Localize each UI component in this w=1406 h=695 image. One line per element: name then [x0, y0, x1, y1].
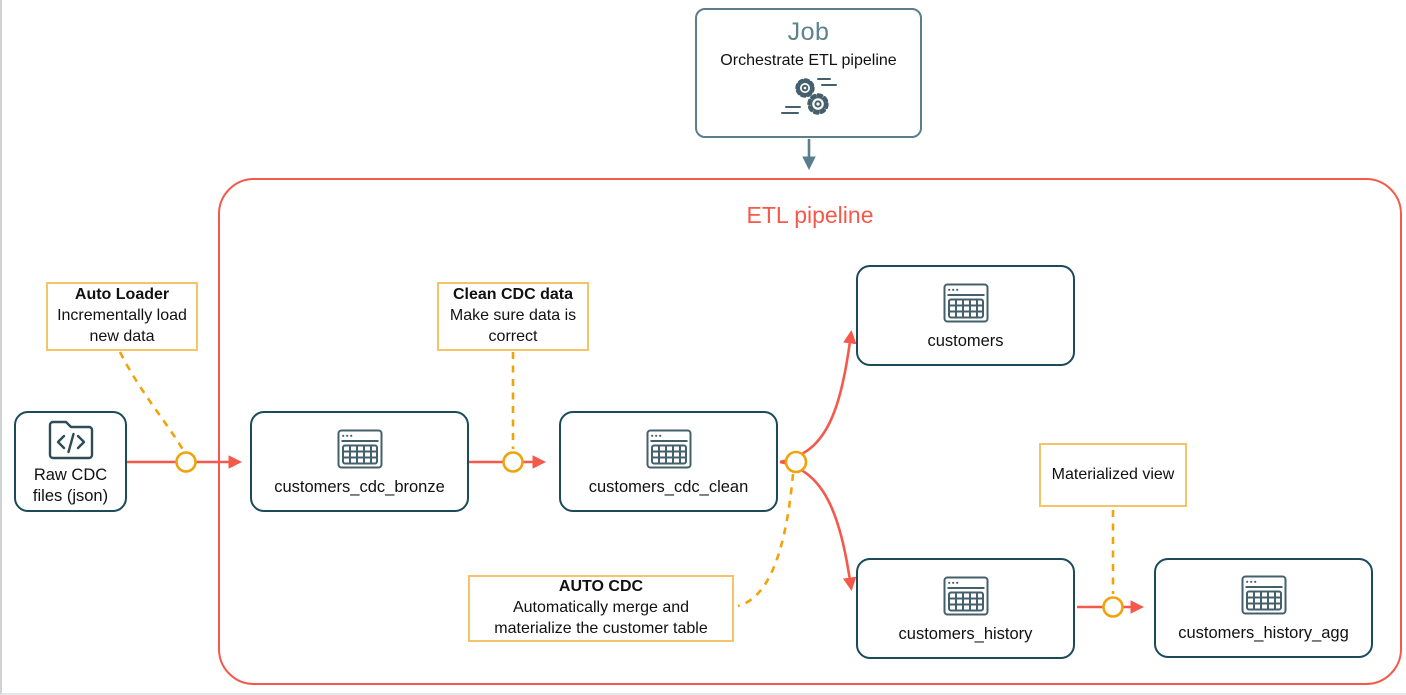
- junction-circle-autoloader: [175, 451, 197, 473]
- etl-pipeline-title: ETL pipeline: [746, 202, 874, 228]
- table-icon: [943, 576, 988, 615]
- job-box: Job Orchestrate ETL pipeline: [695, 8, 922, 138]
- callout-body: Materialized view: [1051, 465, 1175, 483]
- node-customers-history: customers_history: [856, 558, 1075, 659]
- node-customers-cdc-clean: customers_cdc_clean: [559, 411, 778, 512]
- callout-body: Make sure data is correct: [449, 307, 577, 345]
- node-raw-cdc-files: Raw CDC files (json): [14, 411, 127, 512]
- callout-title: Auto Loader: [74, 286, 170, 304]
- callout-title: Clean CDC data: [452, 286, 574, 304]
- table-icon: [943, 283, 988, 322]
- gears-icon: [780, 78, 837, 115]
- table-icon: [337, 429, 382, 468]
- code-folder-icon: [48, 421, 93, 460]
- job-subtitle: Orchestrate ETL pipeline: [720, 52, 897, 69]
- node-label: Raw CDC files (json): [32, 466, 109, 505]
- node-label: customers_cdc_clean: [588, 477, 749, 496]
- callout-clean-cdc-data: Clean CDC data Make sure data is correct: [437, 282, 589, 351]
- dash-autoloader-link: [118, 351, 185, 451]
- etl-pipeline-container: ETL pipeline: [218, 178, 1402, 685]
- node-customers-cdc-bronze: customers_cdc_bronze: [250, 411, 469, 512]
- callout-body: Automatically merge and materialize the …: [494, 599, 708, 637]
- node-customers: customers: [856, 265, 1075, 366]
- job-title: Job: [787, 18, 830, 46]
- node-label: customers: [927, 331, 1004, 350]
- callout-auto-cdc: AUTO CDC Automatically merge and materia…: [468, 575, 734, 642]
- callout-title: AUTO CDC: [558, 578, 644, 596]
- node-label: customers_cdc_bronze: [274, 477, 445, 496]
- callout-auto-loader: Auto Loader Incrementally load new data: [46, 282, 198, 351]
- table-icon: [1241, 575, 1286, 615]
- callout-body: Incrementally load new data: [57, 307, 187, 345]
- node-customers-history-agg: customers_history_agg: [1154, 558, 1373, 658]
- callout-materialized-view: Materialized view: [1039, 443, 1187, 507]
- node-label: customers_history_agg: [1178, 624, 1349, 642]
- node-label: customers_history: [898, 624, 1033, 643]
- table-icon: [646, 429, 691, 468]
